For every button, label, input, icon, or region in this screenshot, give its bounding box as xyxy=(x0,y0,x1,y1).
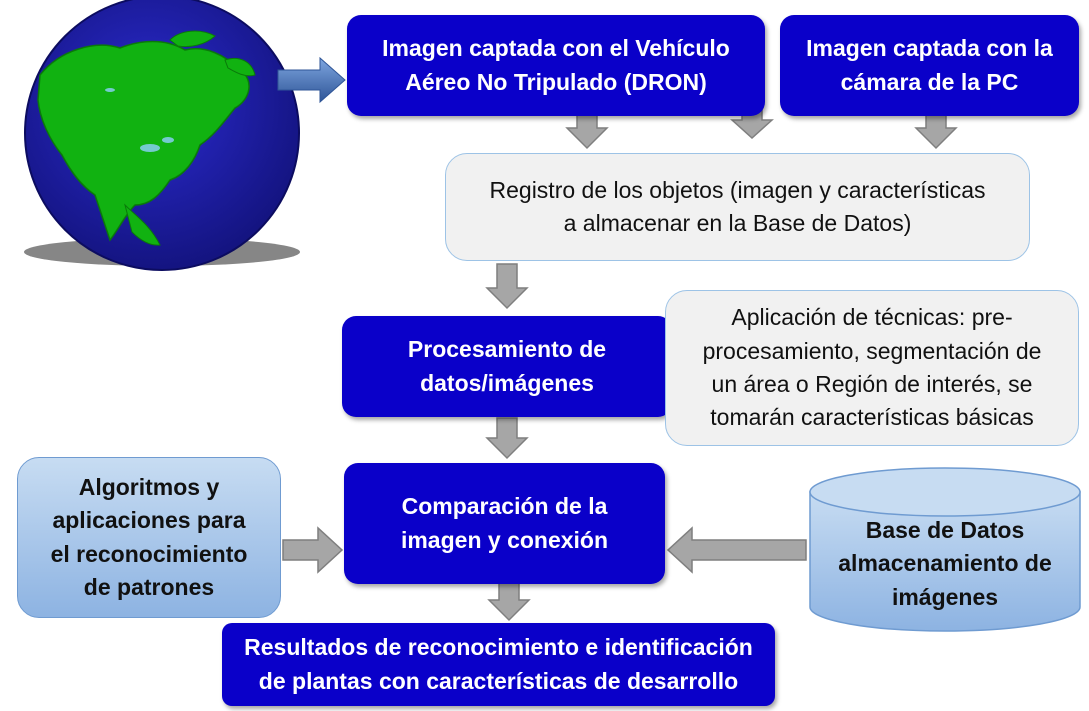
globe-icon xyxy=(24,0,300,271)
arrow-procesamiento-to-comparacion xyxy=(485,417,529,460)
base-datos-label: Base de Datos almacenamiento de imágenes xyxy=(838,516,1052,610)
resultados-box: Resultados de reconocimiento e identific… xyxy=(222,623,775,706)
tecnicas-box: Aplicación de técnicas: pre- procesamien… xyxy=(665,290,1079,446)
procesamiento-box: Procesamiento de datos/imágenes xyxy=(342,316,672,417)
database-cylinder xyxy=(809,467,1081,632)
arrow-dron-to-registro-2 xyxy=(730,109,774,140)
arrow-algoritmos-to-comparacion xyxy=(282,526,344,574)
registro-box: Registro de los objetos (imagen y caract… xyxy=(445,153,1030,261)
dron-image-box: Imagen captada con el Vehículo Aéreo No … xyxy=(347,15,765,116)
arrow-registro-to-procesamiento xyxy=(485,263,529,310)
arrow-basedatos-to-comparacion xyxy=(666,526,807,574)
arrow-comparacion-to-resultados xyxy=(487,579,531,622)
pc-camera-image-box: Imagen captada con la cámara de la PC xyxy=(780,15,1079,116)
comparacion-box: Comparación de la imagen y conexión xyxy=(344,463,665,584)
algoritmos-box: Algoritmos y aplicaciones para el recono… xyxy=(17,457,281,618)
arrow-globe-to-dron xyxy=(277,56,346,104)
